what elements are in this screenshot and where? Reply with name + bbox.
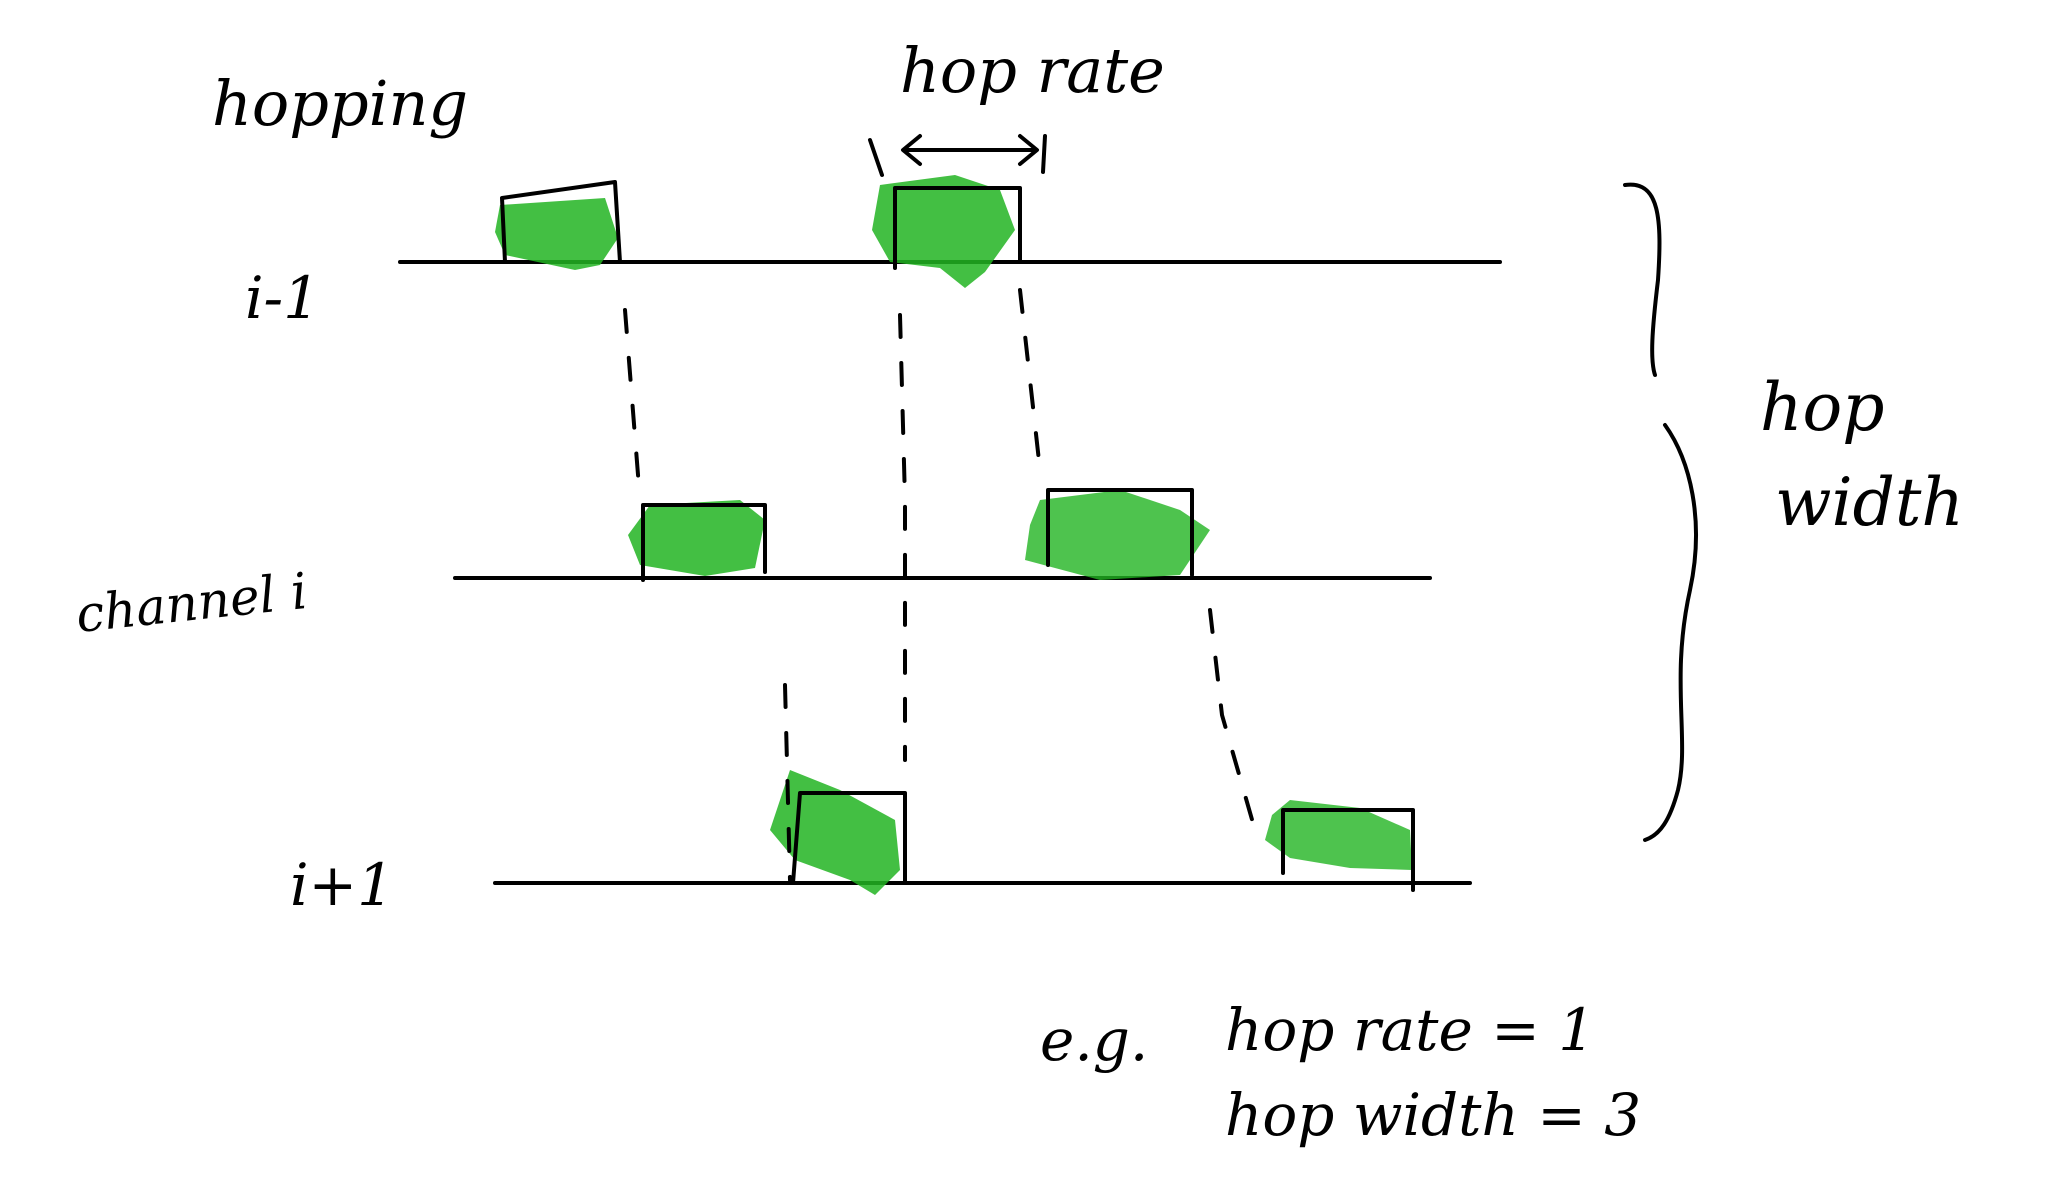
example-hop-width: hop width = 3 bbox=[1225, 1081, 1641, 1149]
pulse-outline-6 bbox=[1281, 808, 1415, 892]
pulse-outline-1 bbox=[500, 180, 622, 264]
pulse-outline-5 bbox=[791, 791, 907, 885]
hop-width-label-line2: width bbox=[1775, 464, 1964, 541]
hop-width-brace bbox=[1623, 182, 1698, 842]
dashed-link-3 bbox=[1018, 288, 1042, 472]
dashed-link-4 bbox=[783, 683, 792, 882]
hop-rate-arrow bbox=[868, 134, 1047, 177]
dashed-link-1 bbox=[623, 308, 642, 502]
title-hopping: hopping bbox=[212, 67, 468, 140]
dashed-link-2 bbox=[898, 313, 907, 762]
pulse-outline-3 bbox=[641, 503, 767, 582]
row-label-i-minus-1: i-1 bbox=[245, 264, 320, 332]
highlight-block-1 bbox=[495, 198, 618, 270]
row-label-i-plus-1: i+1 bbox=[290, 851, 394, 919]
example-prefix: e.g. bbox=[1040, 1006, 1148, 1074]
highlight-block-3 bbox=[628, 500, 765, 576]
highlight-block-2 bbox=[872, 175, 1015, 288]
hop-rate-label: hop rate bbox=[900, 34, 1165, 107]
highlight-block-5 bbox=[770, 770, 900, 895]
example-hop-rate: hop rate = 1 bbox=[1225, 996, 1595, 1064]
hop-width-label-line1: hop bbox=[1760, 369, 1885, 446]
pulse-outline-4 bbox=[1046, 488, 1194, 577]
highlight-block-4 bbox=[1025, 490, 1210, 580]
row-label-channel-i: channel i bbox=[73, 562, 310, 644]
pulse-outline-2 bbox=[893, 186, 1022, 270]
dashed-link-5 bbox=[1208, 608, 1257, 832]
highlight-block-6 bbox=[1265, 800, 1412, 870]
